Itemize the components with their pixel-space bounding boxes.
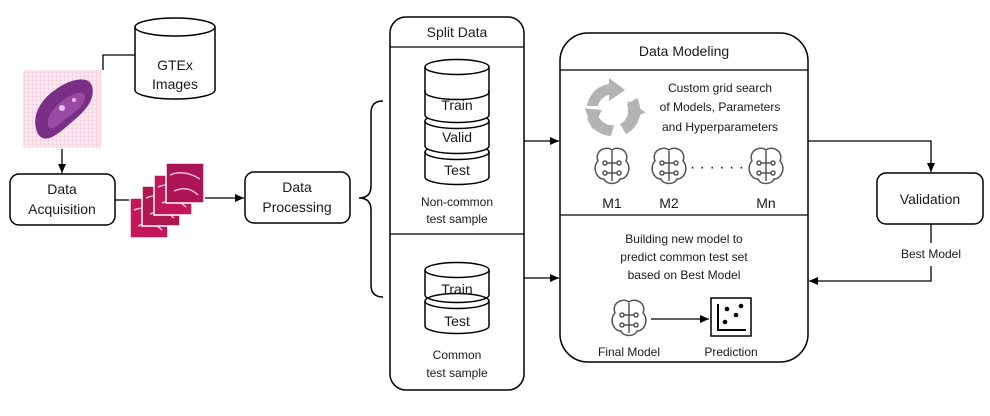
- final-model-brain-icon: [611, 299, 647, 337]
- split-data-title: Split Data: [427, 24, 488, 40]
- model-m1-brain-icon: [594, 147, 630, 185]
- split-data-panel: Split Data: [389, 16, 525, 391]
- prediction-label: Prediction: [704, 345, 757, 359]
- build-model-line1: Building new model to: [625, 232, 743, 246]
- upper-test-label: Test: [444, 162, 470, 178]
- model-m2-brain-icon: [651, 147, 687, 185]
- grid-search-line1: Custom grid search: [668, 81, 772, 95]
- gtex-label-line1: GTEx: [157, 57, 193, 73]
- model-m2-label: M2: [659, 195, 679, 211]
- grid-search-line2: of Models, Parameters: [660, 100, 781, 114]
- gtex-label-line2: Images: [152, 76, 198, 92]
- validation-box: Validation: [876, 172, 984, 225]
- upper-valid-label: Valid: [442, 129, 472, 145]
- model-m1-label: M1: [602, 195, 622, 211]
- tissue-slide-image: [23, 70, 101, 148]
- upper-train-label: Train: [441, 97, 472, 113]
- gtex-database-icon: GTEx Images: [134, 17, 216, 100]
- build-model-line2: predict common test set: [620, 250, 748, 264]
- acquisition-label-line1: Data: [47, 181, 77, 197]
- common-caption-line2: test sample: [426, 366, 488, 380]
- model-mn-brain-icon: [748, 147, 784, 185]
- non-common-split-cylinders: Train Valid Test: [424, 58, 490, 186]
- prediction-scatter-icon: [710, 297, 752, 337]
- lower-test-label: Test: [444, 313, 470, 329]
- model-mn-label: Mn: [756, 195, 775, 211]
- lower-train-label: Train: [441, 281, 472, 297]
- grid-search-line3: and Hyperparameters: [662, 120, 778, 134]
- arrow-best-model-to-modeling: [809, 266, 932, 285]
- non-common-caption-line2: test sample: [426, 212, 488, 226]
- data-processing-box: Data Processing: [244, 171, 351, 224]
- data-modeling-title: Data Modeling: [639, 43, 729, 59]
- final-model-label: Final Model: [598, 345, 660, 359]
- model-ellipsis: · · · · · ·: [690, 159, 744, 176]
- common-split-cylinders: Train Test: [424, 261, 490, 335]
- common-caption-line1: Common: [433, 348, 482, 362]
- validation-label: Validation: [900, 191, 960, 207]
- arrow-modeling-to-validation: [808, 140, 935, 172]
- processing-label-line2: Processing: [262, 199, 331, 215]
- data-acquisition-box: Data Acquisition: [9, 173, 116, 226]
- best-model-label: Best Model: [901, 247, 961, 261]
- refresh-cycle-icon: [584, 78, 646, 136]
- image-patches-stack: [129, 162, 205, 239]
- non-common-caption-line1: Non-common: [421, 195, 493, 209]
- processing-label-line1: Data: [282, 179, 312, 195]
- split-brace: [358, 100, 384, 298]
- build-model-line3: based on Best Model: [628, 268, 741, 282]
- data-modeling-panel: Data Modeling: [559, 32, 809, 363]
- acquisition-label-line2: Acquisition: [28, 201, 96, 217]
- connector-gtex-to-image: [102, 54, 135, 70]
